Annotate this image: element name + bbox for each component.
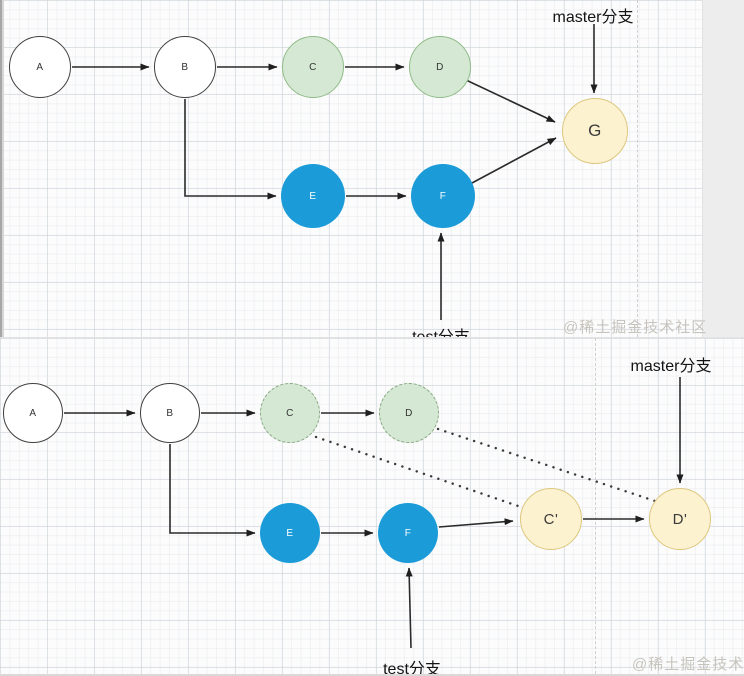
edge-f-cprime (438, 518, 514, 528)
commit-node-e: E (281, 164, 345, 228)
node-label: C' (543, 510, 559, 528)
node-label: E (309, 190, 317, 202)
node-label: C (286, 407, 294, 419)
node-label: E (286, 527, 294, 539)
edge-b-e (184, 99, 277, 200)
node-label: B (166, 407, 174, 419)
test-branch-label: test分支 (412, 329, 470, 338)
dotted-edge-d-dprime (436, 427, 657, 503)
node-label: F (439, 190, 447, 202)
merge-diagram-panel: A B C D E F G master分支 test分支 @稀土掘金技术社区 (0, 0, 744, 338)
edges-layer (72, 24, 598, 320)
commit-node-f: F (378, 503, 438, 563)
old-commit-node-c: C (260, 383, 320, 443)
commit-node-f: F (411, 164, 475, 228)
commit-node-a: A (9, 36, 71, 98)
commit-node-c: C (282, 36, 344, 98)
watermark: @稀土掘金技术社区 (632, 656, 744, 673)
commit-node-d: D (409, 36, 471, 98)
page-boundary-line (595, 338, 596, 674)
edge-d-g (465, 79, 556, 123)
dotted-edge-c-cprime (314, 435, 523, 509)
canvas-outside-area (702, 0, 744, 337)
test-branch-label: test分支 (383, 661, 441, 676)
node-label: D' (672, 510, 688, 528)
commit-node-a: A (3, 383, 63, 443)
edge-f-g (471, 137, 557, 184)
old-commit-node-d: D (379, 383, 439, 443)
node-label: G (588, 121, 602, 140)
rebased-commit-node-cprime: C' (520, 488, 582, 550)
node-label: F (404, 527, 412, 539)
master-branch-label: master分支 (552, 9, 634, 26)
watermark: @稀土掘金技术社区 (563, 319, 708, 336)
commit-node-e: E (260, 503, 320, 563)
node-label: D (436, 61, 444, 73)
edge-b-e (169, 444, 256, 537)
node-label: B (181, 61, 189, 73)
commit-node-b: B (154, 36, 216, 98)
rebased-commit-node-dprime: D' (649, 488, 711, 550)
edges-layer (64, 377, 684, 649)
node-label: C (309, 61, 317, 73)
node-label: D (405, 407, 413, 419)
scrollbar-strip (0, 0, 5, 337)
commit-node-b: B (140, 383, 200, 443)
page-boundary-line (637, 0, 638, 337)
edge-test-label-f (405, 567, 413, 649)
node-label: A (29, 407, 37, 419)
rebase-diagram-panel: A B C D E F C' D' master分支 test分支 @稀土掘金技… (0, 338, 744, 676)
merge-commit-node-g: G (562, 98, 628, 164)
master-branch-label: master分支 (630, 358, 712, 375)
node-label: A (36, 61, 44, 73)
